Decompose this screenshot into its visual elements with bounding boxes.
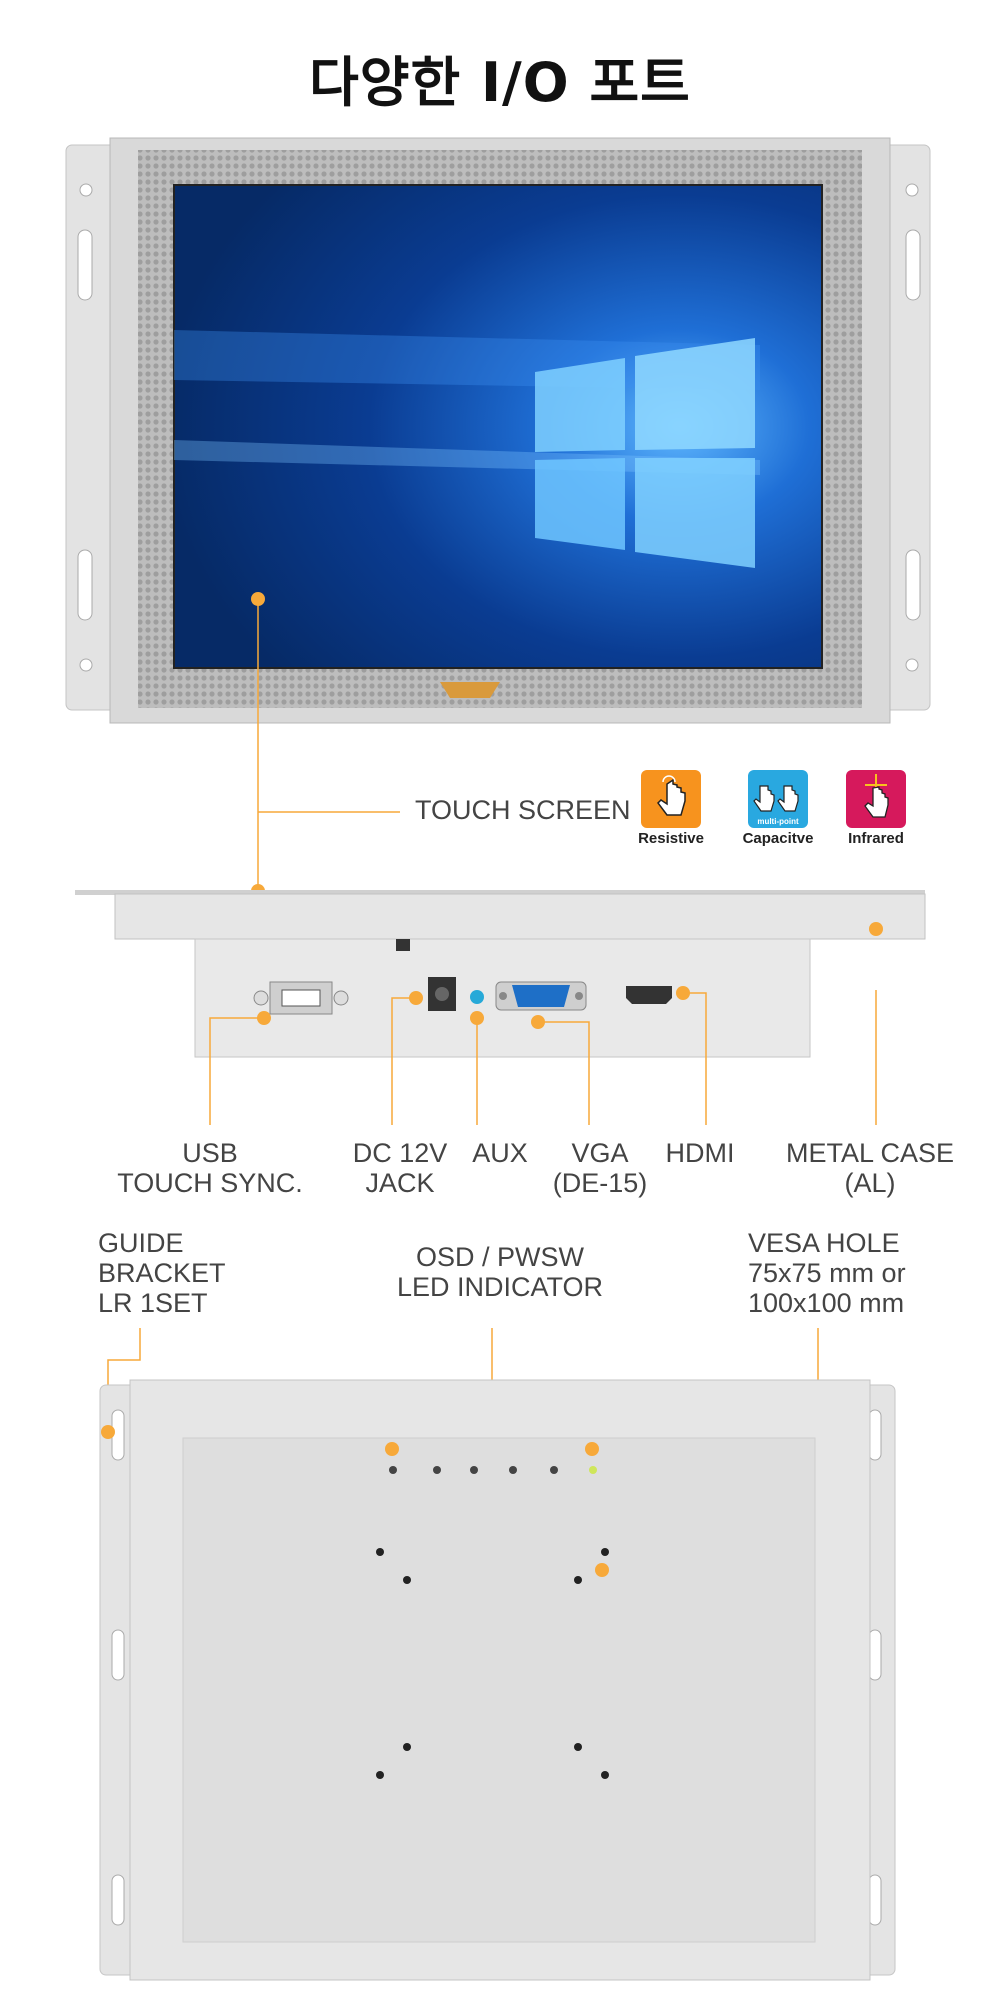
hand-crosshair-icon [864,774,889,818]
usb-label: USB TOUCH SYNC. [117,1138,303,1198]
aux-label: AUX [472,1138,528,1168]
capacitive-badge: multi-point [748,770,808,828]
hdmi-label: HDMI [665,1138,735,1168]
vesa-hole-label: VESA HOLE 75x75 mm or 100x100 mm [748,1228,906,1318]
resistive-badge [641,770,701,828]
windows-logo-icon [535,338,755,568]
dc-jack-label: DC 12V JACK [352,1138,448,1198]
usb-port-icon [253,981,349,1015]
monitor-rear-view [99,1328,896,1981]
multi-point-text: multi-point [757,817,799,826]
guide-bracket-label: GUIDE BRACKET LR 1SET [98,1228,226,1318]
osd-knob-icon [396,939,410,951]
vga-label: VGA (DE-15) [552,1138,648,1198]
hdmi-port-icon [626,986,672,1004]
multi-touch-icon: multi-point [753,785,799,826]
monitor-port-view [75,890,926,1058]
touch-leader-lines [251,600,400,898]
monitor-front-view [65,137,931,724]
infrared-badge [846,770,906,828]
metal-case-label: METAL CASE (AL) [785,1138,955,1198]
aux-port-icon [470,990,484,1004]
page-title: 다양한 I/O 포트 [309,51,691,114]
infrared-label: Infrared [848,830,904,847]
hand-pointer-icon [657,775,686,816]
osd-led-label: OSD / PWSW LED INDICATOR [396,1242,604,1302]
resistive-label: Resistive [638,830,704,847]
capacitive-label: Capacitve [742,830,814,847]
dc-jack-icon [428,977,456,1011]
touch-screen-label: TOUCH SCREEN [415,795,631,825]
port-leader-lines [209,990,877,1125]
vga-port-icon [495,981,587,1011]
